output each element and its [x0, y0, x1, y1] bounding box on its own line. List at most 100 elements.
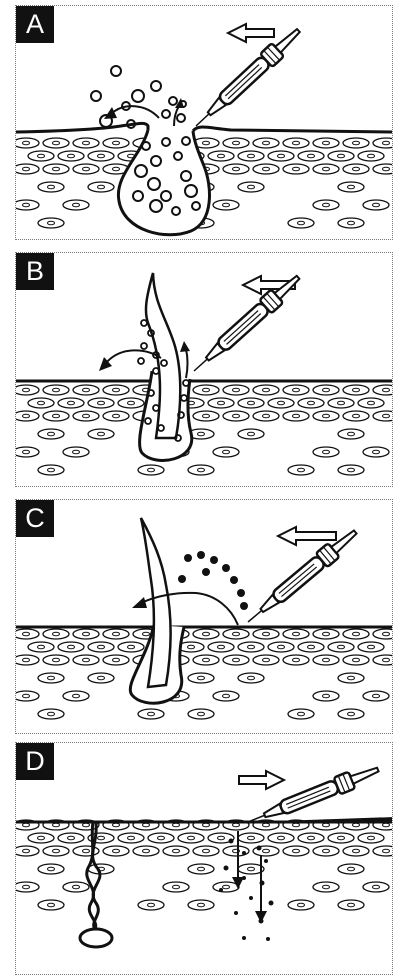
- panel-d-label: D: [16, 743, 54, 780]
- skin-cell: [188, 864, 214, 874]
- arrow-down-icon: [255, 911, 267, 923]
- skin-cell: [138, 709, 164, 719]
- skin-cell: [358, 642, 384, 652]
- skin-cell: [313, 138, 339, 148]
- skin-cell: [43, 846, 69, 856]
- skin-cell: [223, 385, 249, 395]
- skin-cell: [103, 846, 129, 856]
- skin-cell: [16, 411, 39, 421]
- skin-cell: [238, 151, 264, 161]
- skin-cell: [328, 398, 354, 408]
- panel-b-illustration: [16, 253, 393, 487]
- skin-cell: [253, 655, 279, 665]
- skin-cell: [288, 218, 314, 228]
- skin-cell: [343, 629, 369, 639]
- skin-cell: [363, 447, 389, 457]
- skin-cell: [38, 182, 64, 192]
- skin-cell: [16, 655, 39, 665]
- skin-cell: [223, 655, 249, 665]
- skin-cell: [363, 882, 389, 892]
- skin-cell: [373, 164, 393, 174]
- skin-cell: [363, 691, 389, 701]
- skin-cell: [208, 151, 234, 161]
- panel-a: A: [15, 5, 393, 240]
- panel-a-label: A: [16, 6, 54, 43]
- skin-cell: [43, 655, 69, 665]
- skin-cell: [88, 429, 114, 439]
- skin-cell: [58, 151, 84, 161]
- skin-cell: [38, 465, 64, 475]
- skin-cell: [118, 833, 144, 843]
- skin-cell: [373, 655, 393, 665]
- skin-cell: [188, 900, 214, 910]
- skin-cell: [343, 655, 369, 665]
- skin-cell: [188, 673, 214, 683]
- skin-cell: [16, 882, 39, 892]
- arrow-left-icon: [104, 107, 117, 119]
- skin-cell: [16, 164, 39, 174]
- skin-cell: [373, 411, 393, 421]
- skin-cell: [313, 447, 339, 457]
- skin-cell: [133, 846, 159, 856]
- skin-cell: [343, 385, 369, 395]
- skin-cell: [213, 200, 239, 210]
- skin-cell: [138, 465, 164, 475]
- skin-cell: [223, 411, 249, 421]
- skin-cell: [38, 900, 64, 910]
- skin-cell: [63, 447, 89, 457]
- arrow-left-icon: [228, 24, 274, 42]
- skin-cell: [16, 846, 39, 856]
- skin-cell: [38, 218, 64, 228]
- skin-cell: [118, 398, 144, 408]
- skin-cell: [208, 398, 234, 408]
- skin-cell: [268, 833, 294, 843]
- skin-cell: [16, 447, 39, 457]
- skin-cell: [298, 398, 324, 408]
- skin-cell: [298, 151, 324, 161]
- skin-cell: [238, 398, 264, 408]
- skin-cell: [283, 411, 309, 421]
- skin-cell: [16, 691, 39, 701]
- skin-cell: [253, 138, 279, 148]
- skin-cell: [118, 642, 144, 652]
- arrow-right-icon: [239, 771, 284, 789]
- panel-d-illustration: [16, 743, 393, 975]
- skin-cell: [373, 629, 393, 639]
- skin-cell: [338, 429, 364, 439]
- skin-cell: [148, 833, 174, 843]
- panel-c-label: C: [16, 500, 54, 537]
- skin-cell: [223, 629, 249, 639]
- skin-cell: [298, 642, 324, 652]
- skin-cell: [238, 642, 264, 652]
- skin-cell: [268, 398, 294, 408]
- skin-cell: [313, 164, 339, 174]
- collapsed-bulb: [80, 929, 112, 947]
- skin-cell: [88, 673, 114, 683]
- skin-cell: [283, 385, 309, 395]
- arrow-left-icon: [180, 341, 190, 352]
- skin-cell: [193, 629, 219, 639]
- arrow-left-icon: [186, 349, 188, 378]
- skin-cell: [63, 882, 89, 892]
- skin-cell: [313, 882, 339, 892]
- skin-cell: [43, 629, 69, 639]
- skin-cell: [253, 411, 279, 421]
- skin-cell: [63, 200, 89, 210]
- skin-cell: [28, 398, 54, 408]
- skin-cell: [328, 833, 354, 843]
- skin-cell: [213, 691, 239, 701]
- skin-cell: [358, 833, 384, 843]
- skin-cell: [73, 655, 99, 665]
- skin-cell: [103, 138, 129, 148]
- electrolysis-pen-icon: [190, 24, 305, 133]
- skin-cell: [343, 846, 369, 856]
- skin-cell: [103, 655, 129, 665]
- panel-d: D: [15, 742, 393, 975]
- skin-cell: [313, 200, 339, 210]
- skin-cell: [288, 709, 314, 719]
- skin-cell: [343, 411, 369, 421]
- skin-cell: [88, 642, 114, 652]
- skin-cell: [88, 398, 114, 408]
- arrow-left-icon: [278, 527, 336, 545]
- skin-cell: [338, 465, 364, 475]
